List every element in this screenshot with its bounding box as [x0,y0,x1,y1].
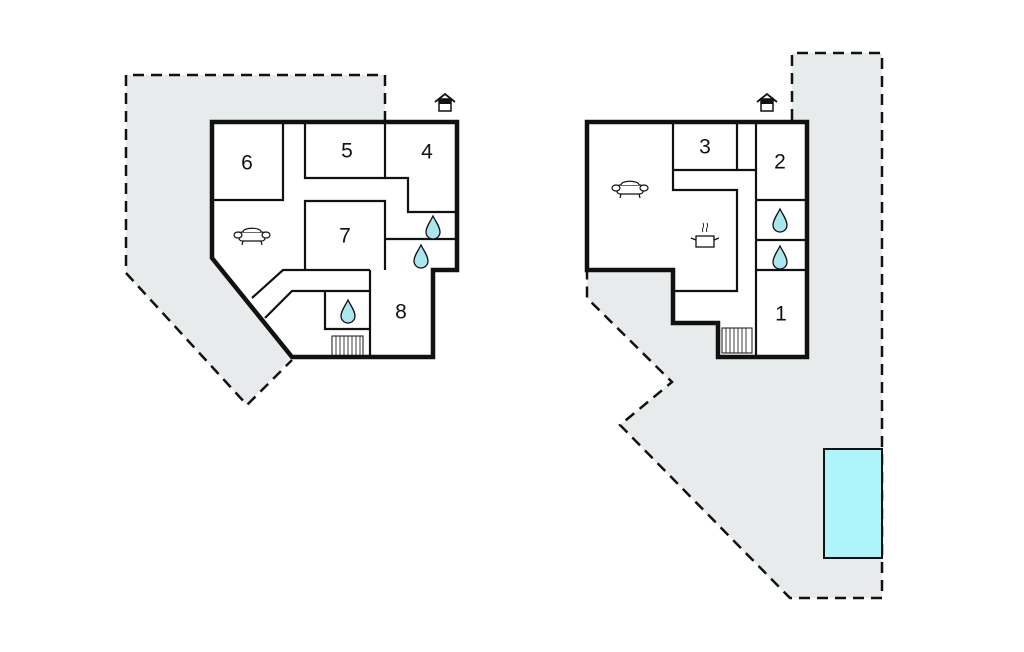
interior-walls [212,122,457,357]
room-label: 2 [774,151,786,174]
stairs-icon [331,335,364,358]
entrance-icon [434,93,456,112]
room-label: 4 [421,141,433,164]
terrace-area [126,75,385,405]
room-label: 3 [699,136,711,159]
right-floor: 3 2 1 [584,51,884,600]
stairs-icon [721,327,753,354]
room-label: 7 [339,225,351,248]
exterior-wall [209,119,460,360]
room-label: 8 [395,301,407,324]
terrace-boundary [124,73,387,407]
floor-fill [212,122,457,357]
room-label: 5 [341,140,353,163]
entrance-icon [756,93,778,112]
left-floor: 6 5 4 7 8 [124,73,460,407]
exterior-wall [584,119,810,360]
pool [823,448,883,559]
terrace-boundary [585,51,884,600]
room-label: 6 [241,152,253,175]
room-label: 1 [775,303,787,326]
cooking-pot-icon [690,222,720,248]
interior-walls [671,122,807,357]
